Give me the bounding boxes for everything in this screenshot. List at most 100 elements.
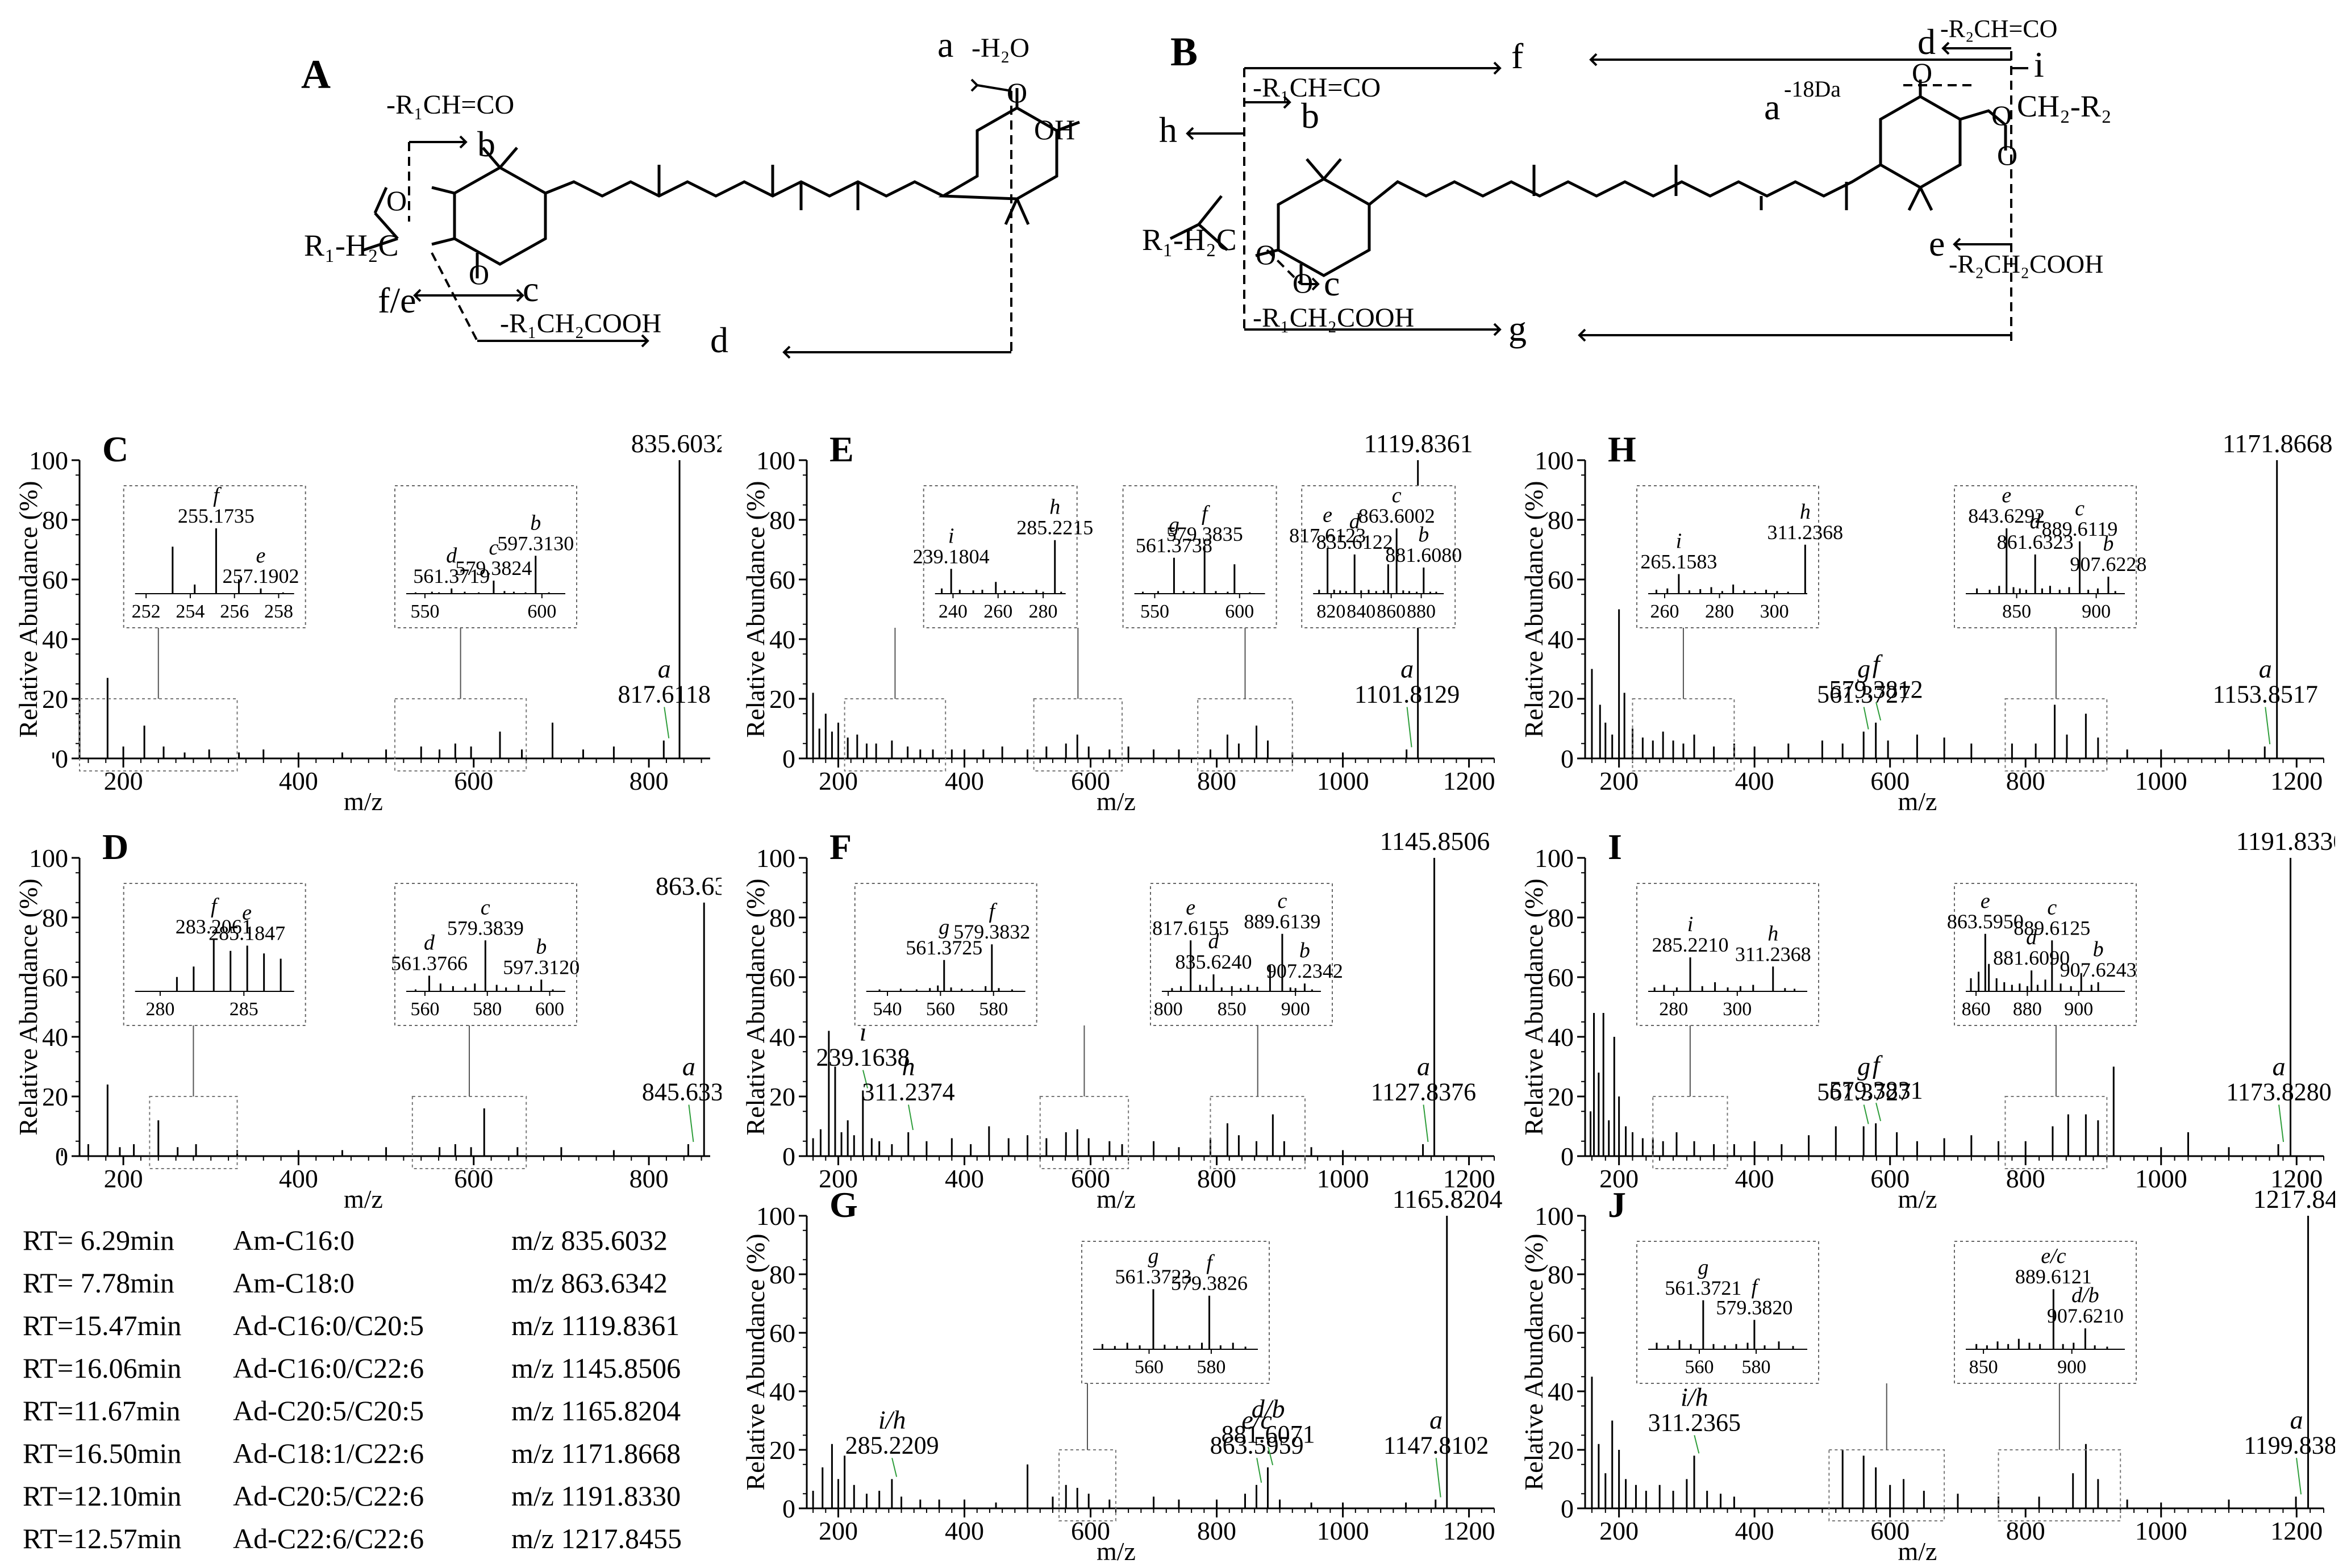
annotation-leader [688, 1104, 694, 1142]
inset-mz-label: 579.3820 [1716, 1296, 1792, 1319]
inset-fragment-letter: b [2103, 532, 2113, 556]
inset-mz-label: 889.6119 [2042, 518, 2118, 540]
y-tick-label: 60 [42, 963, 68, 992]
panel-label: G [829, 1185, 858, 1225]
x-tick-label: 200 [1599, 1516, 1639, 1545]
fragmentation-scheme-a: A O O O OH R₁-H₂C a -H₂O b -R₁CH=CO c f/… [301, 24, 1080, 360]
inset-fragment-letter: b [530, 511, 541, 535]
scheme-b-frag-g: g [1508, 308, 1527, 349]
scheme-b-atom-o-ring: O [1293, 267, 1313, 299]
inset-mz-label: 257.1902 [222, 565, 299, 587]
inset-mz-label: 239.1804 [913, 545, 990, 568]
main-peak-label: 1119.8361 [1364, 429, 1473, 458]
fragment-mz-label: 1173.8280 [2226, 1078, 2331, 1106]
scheme-a-group-r1: R₁-H₂C [304, 228, 399, 262]
x-tick-label: 1000 [2135, 766, 2187, 795]
panel-label: F [829, 827, 852, 867]
y-tick-label: 20 [1548, 1436, 1574, 1465]
fragment-mz-label: 311.2365 [1648, 1408, 1741, 1436]
mz-value: m/z 1191.8330 [511, 1479, 681, 1512]
x-axis-title: m/z [1097, 787, 1136, 812]
zoom-region [1828, 1449, 1945, 1521]
rt-value: RT=16.50min [23, 1437, 182, 1469]
annotation-leader [2278, 1104, 2285, 1142]
x-axis-title: m/z [1898, 787, 1937, 812]
inset-fragment-letter: b [1299, 939, 1310, 962]
inset-mz-label: 597.3130 [497, 532, 574, 554]
scheme-a-frag-a: a [937, 24, 953, 65]
inset-mz-label: 579.3839 [447, 916, 524, 939]
fragment-mz-label: 579.3812 [1829, 675, 1923, 703]
y-tick-label: 60 [1548, 963, 1574, 992]
y-tick-label: 20 [1548, 1082, 1574, 1111]
inset-frame [1636, 1241, 1819, 1384]
panel-label: I [1608, 827, 1622, 867]
x-tick-label: 800 [1197, 1516, 1236, 1545]
inset-mz-label: 285.1847 [209, 922, 285, 945]
fragment-letter: a [2290, 1405, 2303, 1434]
annotation-leader [1256, 1458, 1262, 1483]
inset-tick-label: 550 [1140, 601, 1169, 622]
zoom-region [1998, 1449, 2121, 1521]
inset-fragment-letter: e [1186, 895, 1195, 919]
inset-fragment-letter: g [1169, 513, 1179, 537]
fragment-letter: a [2273, 1052, 2286, 1081]
main-peak-label: 835.6032 [631, 429, 722, 458]
y-axis-title: Relative Abundance (%) [741, 1233, 770, 1490]
x-tick-label: 400 [1735, 1516, 1774, 1545]
inset-mz-label: 283.2061 [176, 915, 252, 938]
main-peak-label: 863.6342 [656, 871, 722, 900]
y-tick-label: 0 [782, 744, 795, 773]
fragment-letter: e/c [1241, 1405, 1272, 1434]
inset-frame [394, 485, 577, 628]
x-tick-label: 1200 [1443, 1164, 1495, 1193]
inset-mz-label: 863.6002 [1358, 504, 1435, 527]
x-tick-label: 800 [630, 1164, 669, 1193]
y-tick-label: 60 [769, 963, 795, 992]
inset-tick-label: 560 [1135, 1357, 1164, 1378]
inset-mz-label: 889.6121 [2015, 1265, 2092, 1288]
inset-tick-label: 560 [1685, 1357, 1714, 1378]
y-tick-label: 80 [1548, 506, 1574, 535]
inset-tick-label: 900 [2082, 601, 2111, 622]
scheme-b-frag-b: b [1301, 95, 1319, 136]
inset-mz-label: 863.5950 [1947, 910, 2024, 933]
scheme-b-frag-a: a [1764, 87, 1780, 127]
scheme-b-panel-label: B [1170, 29, 1198, 74]
scheme-a-loss-r1-acid: -R₁CH₂COOH [500, 308, 661, 339]
inset-tick-label: 580 [473, 999, 502, 1020]
inset-fragment-letter: e [1981, 889, 1990, 913]
inset-tick-label: 260 [983, 601, 1012, 622]
fragment-letter: a [1400, 654, 1414, 683]
fragment-letter: a [2259, 654, 2272, 683]
inset-tick-label: 280 [1705, 601, 1734, 622]
y-tick-label: 60 [1548, 1319, 1574, 1348]
x-tick-label: 1000 [2135, 1164, 2187, 1193]
inset-frame [1954, 485, 2137, 628]
inset-fragment-letter: e [256, 544, 266, 568]
annotation-leader [1694, 1435, 1700, 1454]
mz-value: m/z 1165.8204 [511, 1394, 681, 1427]
inset-tick-label: 860 [1962, 999, 1991, 1020]
y-tick-label: 0 [1561, 1142, 1574, 1171]
fragment-letter: i/h [1681, 1382, 1708, 1411]
inset-fragment-letter: c [481, 895, 490, 919]
x-tick-label: 1200 [1443, 766, 1495, 795]
zoom-region [1058, 1449, 1116, 1521]
annotation-leader [1423, 1104, 1429, 1142]
y-tick-label: 0 [782, 1142, 795, 1171]
inset-tick-label: 252 [132, 601, 161, 622]
scheme-b-frag-d: d [1917, 22, 1936, 62]
inset-tick-label: 550 [410, 601, 439, 622]
